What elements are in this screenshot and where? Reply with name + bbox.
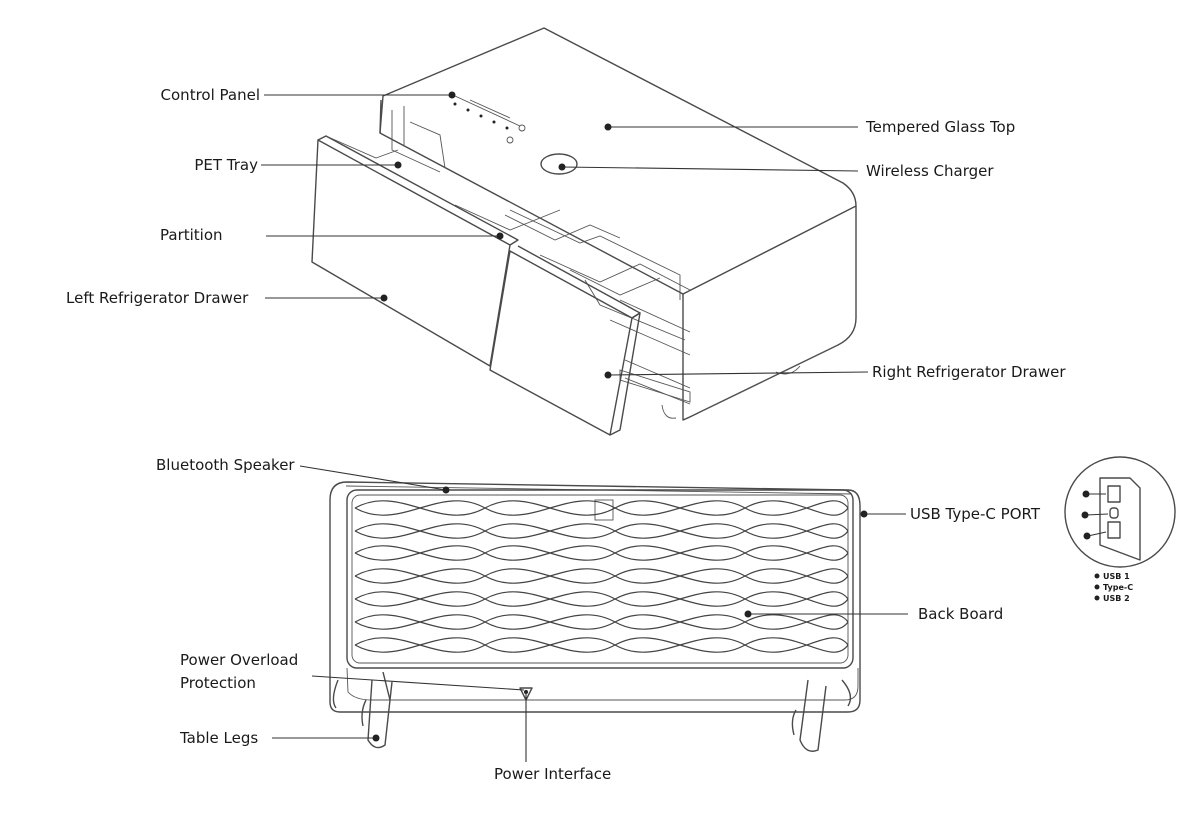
- legend-usb1: USB 1: [1103, 572, 1130, 581]
- speaker-grille: [354, 500, 849, 653]
- label-wireless-charger: Wireless Charger: [866, 162, 994, 180]
- label-back-board: Back Board: [918, 605, 1004, 623]
- label-left-drawer: Left Refrigerator Drawer: [66, 289, 249, 307]
- label-partition: Partition: [160, 226, 223, 244]
- label-tempered-glass-top: Tempered Glass Top: [866, 118, 1016, 136]
- label-right-drawer: Right Refrigerator Drawer: [872, 363, 1066, 381]
- leader-lines: [261, 91, 908, 762]
- wireless-charger-pad: [540, 153, 578, 175]
- control-panel-strip: [453, 95, 526, 144]
- label-power-interface: Power Interface: [494, 765, 612, 783]
- left-drawer-front: [311, 135, 519, 367]
- table-top-body: [379, 27, 857, 421]
- label-control-panel: Control Panel: [160, 86, 260, 104]
- usb-inset: [1064, 456, 1176, 601]
- label-power-overload-line1: Power Overload: [180, 651, 299, 669]
- label-bluetooth-speaker: Bluetooth Speaker: [156, 456, 295, 474]
- table-legs-drawing: [332, 671, 852, 752]
- legend-usb2: USB 2: [1103, 594, 1130, 603]
- label-power-overload-line2: Protection: [180, 674, 256, 692]
- right-drawer-front: [489, 245, 641, 436]
- legend-typec: Type-C: [1103, 583, 1134, 592]
- label-table-legs: Table Legs: [180, 729, 259, 747]
- table-back-body: [329, 481, 861, 713]
- label-pet-tray: PET Tray: [194, 156, 258, 174]
- label-usb-port: USB Type-C PORT: [910, 505, 1041, 523]
